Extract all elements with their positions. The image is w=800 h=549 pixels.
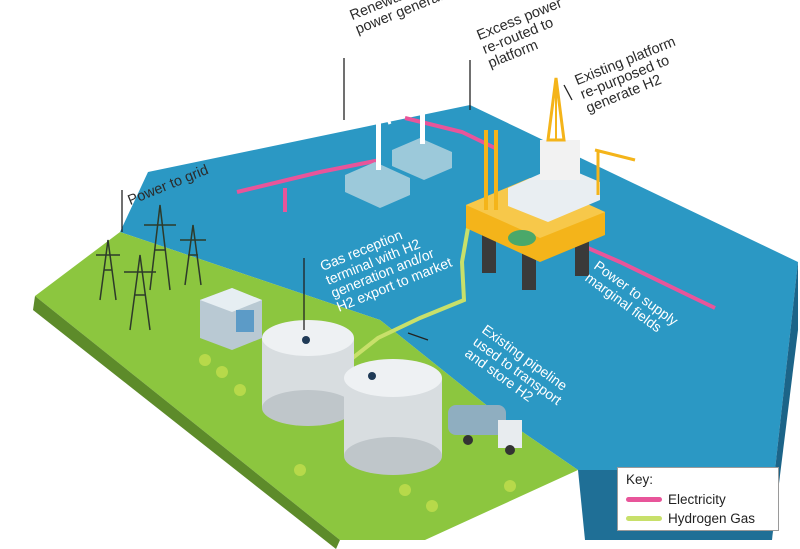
electricity-line-marginal — [564, 236, 716, 310]
legend-swatch-electricity — [626, 496, 662, 502]
legend-key: Key: Electricity Hydrogen Gas — [617, 467, 779, 531]
electricity-line-grid — [236, 158, 381, 194]
terminal-building — [200, 288, 262, 350]
offshore-platform — [466, 77, 636, 290]
storage-tank-1 — [262, 320, 354, 426]
legend-swatch-hydrogen — [626, 515, 662, 521]
wind-turbine-2 — [399, 44, 440, 144]
leader-lines — [121, 58, 573, 341]
legend-item-electricity: Electricity — [626, 491, 726, 507]
legend-label-electricity: Electricity — [668, 491, 726, 507]
wind-turbine-1 — [349, 69, 397, 170]
storage-tank-2 — [344, 359, 442, 475]
legend-label-hydrogen: Hydrogen Gas — [668, 510, 756, 526]
turbine-base-1 — [345, 162, 410, 208]
land-side-face — [33, 296, 340, 549]
turbine-base-2 — [392, 138, 452, 180]
trees — [199, 354, 516, 512]
legend-item-hydrogen: Hydrogen Gas — [626, 510, 755, 526]
sea-area — [120, 105, 798, 470]
legend-title: Key: — [626, 472, 654, 487]
power-pylons — [96, 204, 206, 331]
tanker-truck — [448, 405, 522, 455]
